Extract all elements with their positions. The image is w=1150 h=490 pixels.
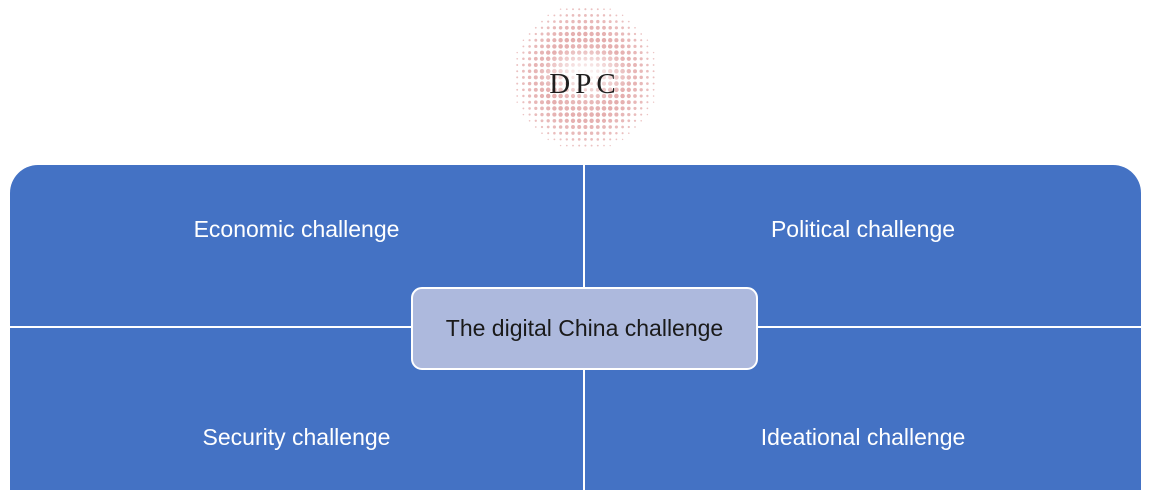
political-challenge-label: Political challenge [770,216,956,242]
logo-text: DPC [549,68,621,100]
security-challenge-label: Security challenge [202,424,391,450]
ideational-challenge-label: Ideational challenge [760,424,966,450]
dpc-logo: DPC [510,2,660,152]
center-node: The digital China challenge [411,287,758,370]
center-node-label: The digital China challenge [445,315,724,341]
dotted-globe-icon [516,8,655,147]
economic-challenge-label: Economic challenge [193,216,400,242]
